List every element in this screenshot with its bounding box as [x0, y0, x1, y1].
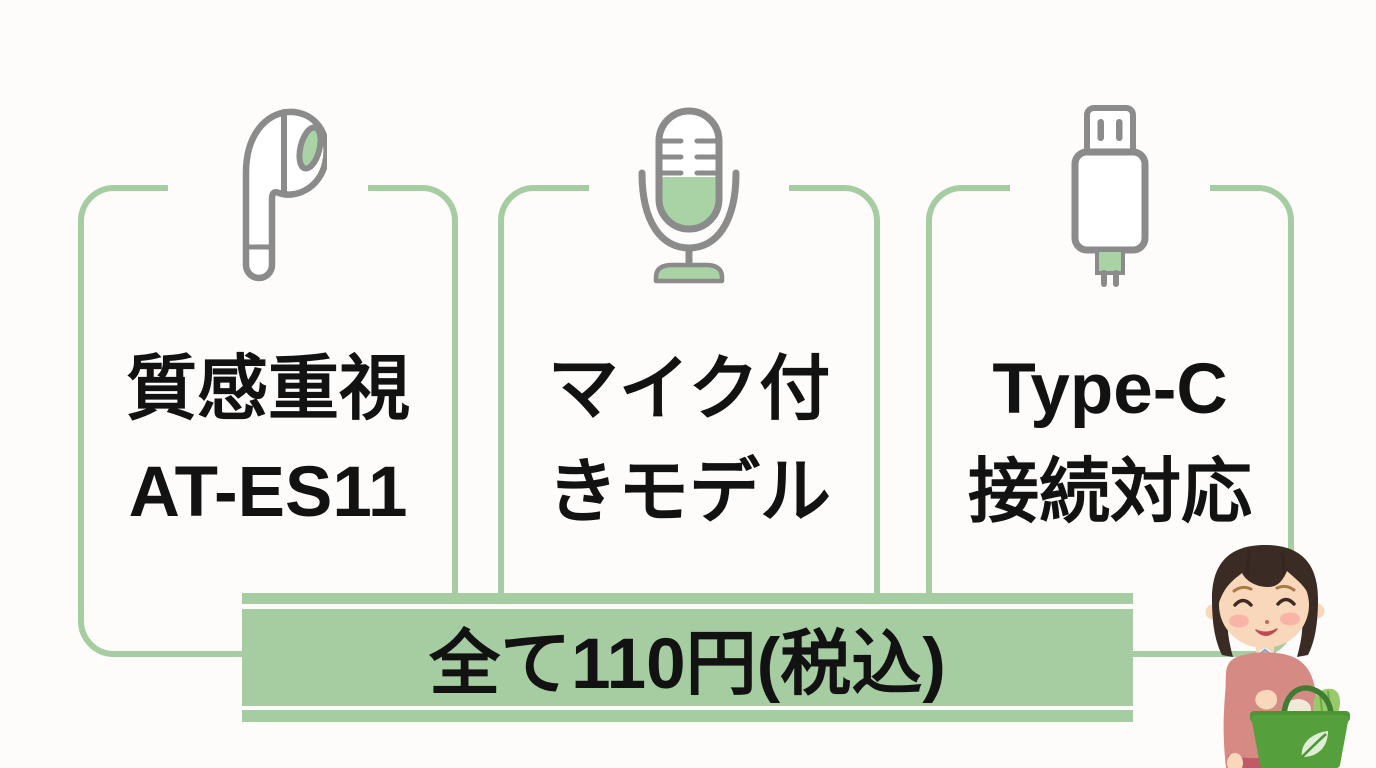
card-title-line2: AT-ES11	[128, 453, 408, 532]
card-title-line1: Type-C	[992, 350, 1228, 429]
price-banner-stripe-top	[242, 593, 1133, 604]
woman-with-basket-illustration	[1205, 545, 1350, 768]
left-hand	[1227, 753, 1243, 768]
card-title: 質感重視 AT-ES11	[64, 338, 472, 544]
closed-eyes	[1233, 597, 1296, 607]
smile	[1255, 628, 1278, 636]
feature-card-microphone: マイク付 きモデル	[498, 107, 880, 657]
basket-handle	[1281, 685, 1334, 719]
right-hand	[1255, 689, 1278, 710]
price-banner-label: 全て110円(税込)	[242, 609, 1133, 706]
card-title: Type-C 接続対応	[912, 338, 1308, 544]
microphone-icon	[629, 103, 749, 293]
basket-body	[1251, 715, 1349, 768]
card-title-line2: きモデル	[546, 453, 831, 532]
eyebrows	[1232, 584, 1296, 593]
card-title-line1: マイク付	[547, 350, 831, 429]
card-title-line1: 質感重視	[125, 350, 410, 429]
feature-card-type-c: Type-C 接続対応	[926, 105, 1294, 657]
blush	[1229, 614, 1249, 628]
blush	[1280, 612, 1300, 626]
price-banner-stripe-bottom	[242, 710, 1133, 722]
card-title-line2: 接続対応	[967, 453, 1252, 532]
card-title: マイク付 きモデル	[484, 338, 894, 544]
nose	[1265, 620, 1269, 624]
hair-streaks	[1246, 549, 1285, 576]
price-banner: 全て110円(税込)	[242, 593, 1133, 722]
usb-type-c-icon	[1050, 103, 1170, 293]
bangs	[1214, 549, 1316, 609]
feature-card-earphone: 質感重視 AT-ES11	[78, 108, 458, 657]
earphone-icon	[209, 103, 330, 293]
basket-leaf-vein	[1301, 733, 1327, 758]
